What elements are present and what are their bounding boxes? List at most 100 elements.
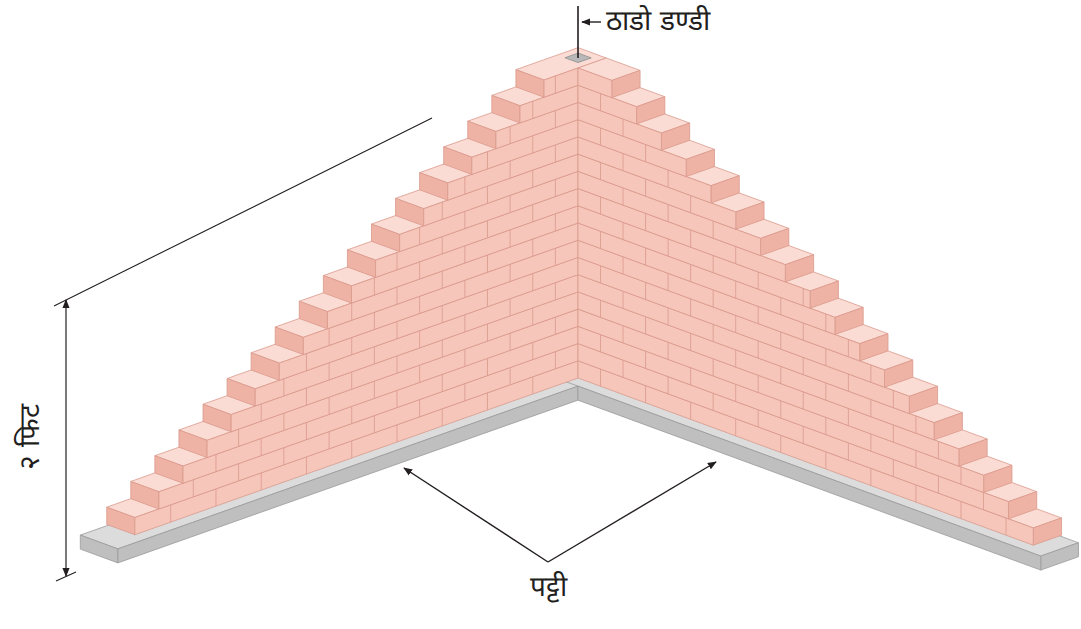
brick-joint [645,386,646,403]
brick-joint [713,221,714,238]
brick-joint [938,476,939,493]
brick-joint [261,438,262,455]
brick-joint [532,101,533,118]
brick-end [959,439,987,466]
brick-joint [668,308,669,325]
brick-joint [351,337,352,354]
brick-joint [690,299,691,316]
label-holder: २ फिट [13,404,47,471]
brick-joint [374,416,375,433]
brick-joint [1006,518,1007,535]
brick-joint [915,485,916,502]
brick-joint [555,214,556,231]
brick-joint [623,326,624,343]
brick-joint [803,289,804,306]
brick-joint [758,272,759,289]
brick-joint [893,425,894,442]
brick-course [544,68,578,97]
brick-joint [329,363,330,380]
brick-joint [825,417,826,434]
brick-joint [915,416,916,433]
brick-joint [690,195,691,212]
brick-course [578,68,612,98]
brick-joint [780,401,781,418]
brick-joint [893,390,894,407]
brick-joint [713,255,714,272]
brick-joint [690,230,691,247]
brick-joint [645,317,646,334]
brick-joint [555,76,556,93]
brick-joint [464,349,465,366]
brick-joint [623,153,624,170]
brick-joint [780,332,781,349]
brick-joint [464,315,465,332]
brick-joint [306,422,307,439]
brick-joint [487,358,488,375]
brick-joint [170,505,171,522]
leader-line [582,21,601,22]
brick-end [1033,518,1061,545]
brick-joint [735,384,736,401]
brick-joint [396,390,397,407]
brick-joint [555,283,556,300]
brick-joint [374,278,375,295]
brick-joint [396,287,397,304]
brick-end [155,456,183,484]
brick-joint [645,248,646,265]
brick-joint [848,408,849,425]
brick-joint [510,230,511,247]
brick-joint [668,377,669,394]
brick-joint [623,188,624,205]
brick-joint [690,368,691,385]
brick-joint [396,321,397,338]
brick-joint [668,204,669,221]
brick-joint [758,341,759,358]
brick-end [612,70,640,97]
brick-joint [510,368,511,385]
brick-joint [306,457,307,474]
brick-joint [600,300,601,317]
brick-joint [803,357,804,374]
brick-end [396,198,424,226]
brick-joint [600,128,601,145]
brick-joint [645,282,646,299]
brick-joint [374,312,375,329]
brick-joint [668,342,669,359]
brick-joint [960,501,961,518]
brick-end [444,147,472,175]
base-strip-end [80,535,118,563]
brick-joint [442,237,443,254]
brick-end [516,70,544,98]
brick-end [661,123,689,150]
brick-joint [464,177,465,194]
brick-joint [238,464,239,481]
brick-joint [893,459,894,476]
dimension-label: २ फिट [13,404,47,471]
brick-joint [690,333,691,350]
brick-joint [555,317,556,334]
brick-joint [487,393,488,410]
brick-joint [668,273,669,290]
brick-end [131,481,159,509]
brick-end [347,250,375,278]
brick-joint [532,377,533,394]
brick-joint [825,348,826,365]
brick-joint [735,419,736,436]
brick-end [934,413,962,440]
brick-joint [261,473,262,490]
brick-joint [713,290,714,307]
brick-joint [532,308,533,325]
brick-joint [283,448,284,465]
brick-joint [396,356,397,373]
brick-joint [215,489,216,506]
brick-joint [374,347,375,364]
brick-joint [419,331,420,348]
label-holder: पट्टी [530,570,567,604]
brick-joint [600,335,601,352]
brick-joint [758,410,759,427]
brick-joint [555,248,556,265]
brick-joint [283,379,284,396]
brick-joint [555,145,556,162]
label-holder: ठाडो डण्डी [606,4,710,38]
